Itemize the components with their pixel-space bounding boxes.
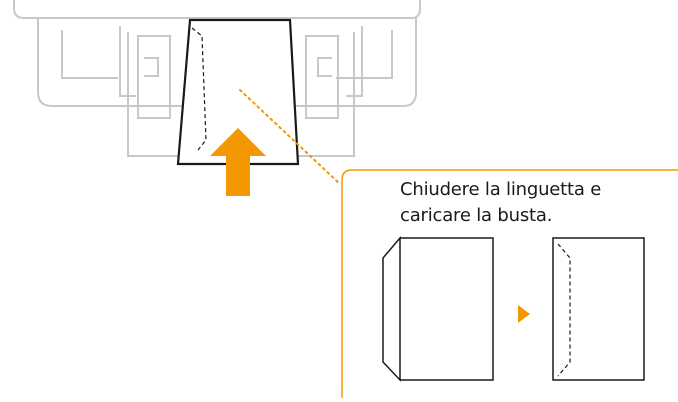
leader-line [239,89,341,185]
envelope-flap-closed [552,237,645,381]
tray-inner-left [61,30,118,79]
instruction-line-1: Chiudere la linguetta e [400,179,602,200]
envelope-flap-open [382,235,494,382]
tray-slot-left [119,26,136,97]
guide-right [305,35,339,119]
instruction-line-2: caricare la busta. [400,205,553,226]
guide-left [137,35,171,119]
tray-slot-right [346,26,363,97]
arrow-up-icon [210,128,266,196]
tray-outer [13,0,421,19]
envelope-flap-dashed [191,27,207,151]
callout-frame [341,169,678,398]
callout-instruction: Chiudere la linguetta e caricare la bust… [400,177,665,229]
tray-inner-right [336,30,393,79]
envelope-in-tray [176,18,300,166]
guide-left-tab [144,57,159,77]
guide-right-tab [317,57,332,77]
triangle-right-icon [518,305,530,323]
